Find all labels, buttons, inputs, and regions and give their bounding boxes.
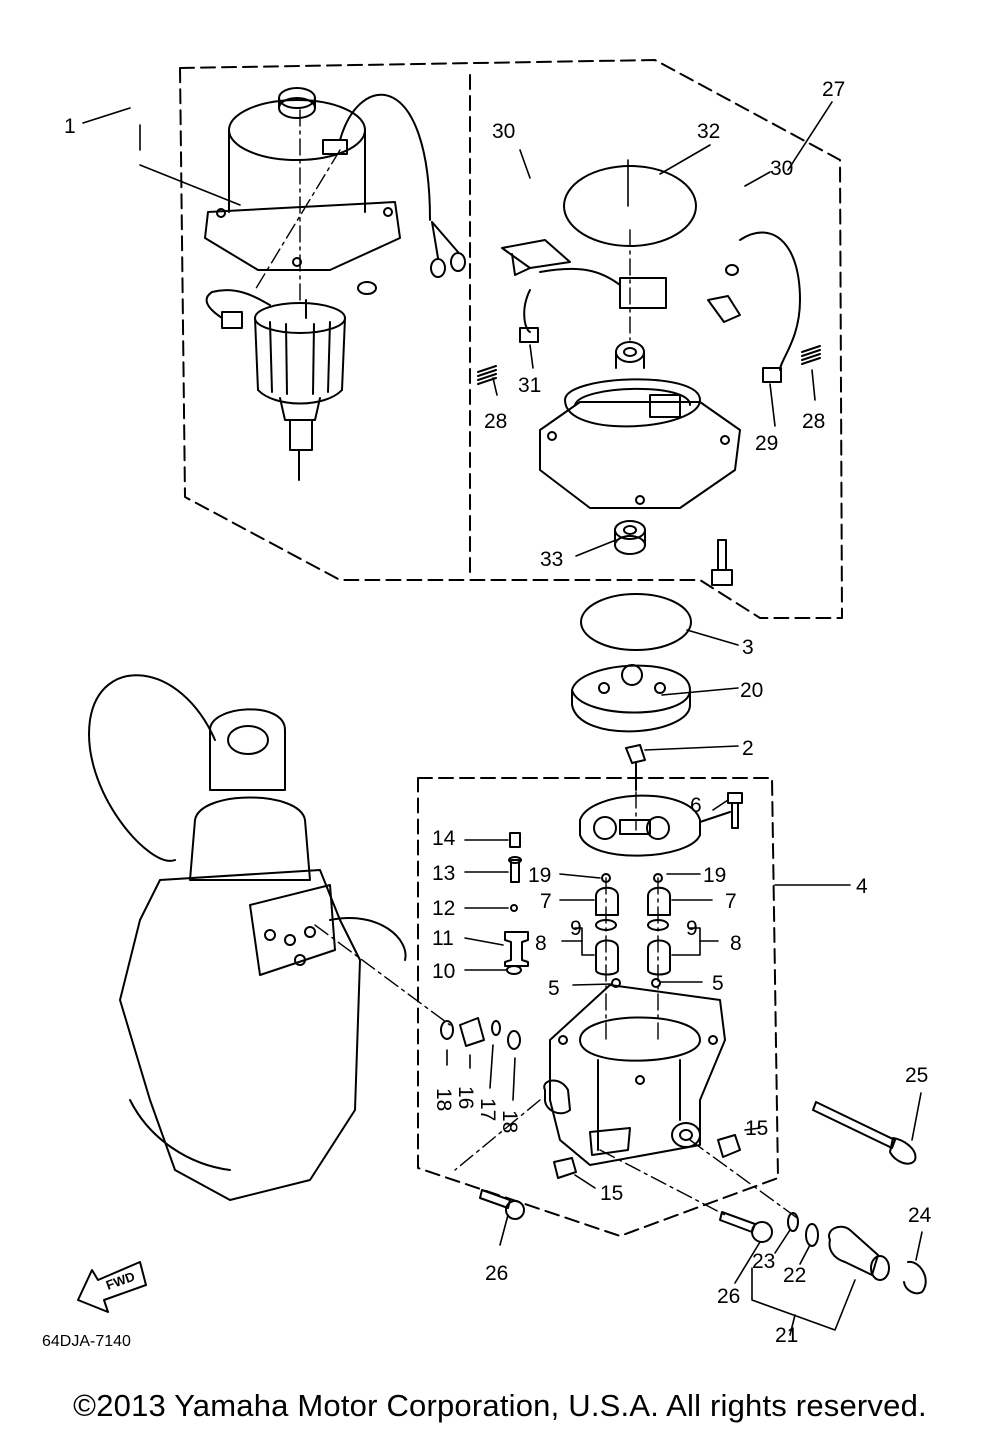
- callout-19a: 19: [528, 864, 551, 887]
- armature: [205, 289, 346, 481]
- callout-4: 4: [856, 875, 868, 898]
- alignment-lines: [254, 109, 801, 1221]
- copyright-notice: ©2013 Yamaha Motor Corporation, U.S.A. A…: [73, 1388, 927, 1423]
- callout-labels: 1 27 30 32 30 31 28 29 28 33 3 20 2 6 14…: [42, 78, 932, 1350]
- callout-6: 6: [690, 794, 702, 817]
- cylinder-body: [88, 674, 407, 1201]
- pump-assembly-boundary: [417, 777, 779, 1237]
- motor-assembly-boundary: [179, 59, 843, 619]
- o-ring-3: [580, 593, 692, 651]
- brush-springs: [477, 345, 821, 385]
- callout-15b: 15: [600, 1182, 623, 1205]
- callout-11: 11: [432, 927, 454, 950]
- bolts-26: [479, 1189, 773, 1243]
- callout-13: 13: [432, 862, 455, 885]
- end-cover: [539, 341, 741, 509]
- callout-7a: 7: [540, 890, 552, 913]
- callout-8a: 8: [535, 932, 547, 955]
- screw-6: [727, 792, 743, 829]
- callout-32: 32: [697, 120, 720, 143]
- drawing-code: 64DJA-7140: [42, 1333, 131, 1350]
- callout-17: 17: [476, 1098, 499, 1121]
- bolt-25: [812, 1101, 917, 1165]
- callout-14: 14: [432, 827, 456, 850]
- callout-25: 25: [905, 1064, 928, 1087]
- callout-8b: 8: [730, 932, 742, 955]
- callout-2: 2: [742, 737, 754, 760]
- callout-5b: 5: [712, 972, 724, 995]
- callout-7b: 7: [725, 890, 737, 913]
- callout-22: 22: [783, 1264, 806, 1287]
- callout-26a: 26: [485, 1262, 508, 1285]
- filter-plate-20: [571, 664, 691, 733]
- check-valves: [595, 873, 671, 988]
- fwd-arrow-icon: [77, 1261, 147, 1313]
- callout-31: 31: [518, 374, 541, 397]
- pump-body: [543, 984, 726, 1166]
- callout-16: 16: [454, 1086, 477, 1109]
- callout-5a: 5: [548, 977, 560, 1000]
- callout-29: 29: [755, 432, 778, 455]
- callout-9a: 9: [570, 917, 582, 940]
- motor-screw: [711, 539, 733, 586]
- callout-24: 24: [908, 1204, 932, 1227]
- callout-28a: 28: [484, 410, 507, 433]
- callout-27: 27: [822, 78, 845, 101]
- pump-small-parts: [504, 832, 529, 975]
- callout-19b: 19: [703, 864, 726, 887]
- callout-28b: 28: [802, 410, 825, 433]
- leader-lines: [82, 101, 923, 1336]
- callout-21: 21: [775, 1324, 798, 1347]
- brush-holder-assembly: [501, 165, 801, 383]
- callout-15a: 15: [745, 1117, 768, 1140]
- callout-18b: 18: [498, 1110, 521, 1133]
- seals-16-18: [440, 1017, 521, 1050]
- callout-18a: 18: [432, 1088, 455, 1111]
- callout-3: 3: [742, 636, 754, 659]
- plugs-15: [553, 1134, 741, 1179]
- callout-30b: 30: [770, 157, 793, 180]
- callout-33: 33: [540, 548, 563, 571]
- callout-10: 10: [432, 960, 455, 983]
- parts-diagram: 1 27 30 32 30 31 28 29 28 33 3 20 2 6 14…: [42, 59, 932, 1350]
- valve-plate: [579, 794, 731, 857]
- callout-23: 23: [752, 1250, 775, 1273]
- callout-12: 12: [432, 897, 455, 920]
- fitting-21: [787, 1212, 927, 1295]
- callout-1: 1: [64, 115, 76, 138]
- callout-30a: 30: [492, 120, 515, 143]
- washer-33: [614, 520, 646, 555]
- callout-9b: 9: [686, 917, 698, 940]
- callout-20: 20: [740, 679, 763, 702]
- callout-26b: 26: [717, 1285, 740, 1308]
- motor-yoke: [204, 87, 466, 295]
